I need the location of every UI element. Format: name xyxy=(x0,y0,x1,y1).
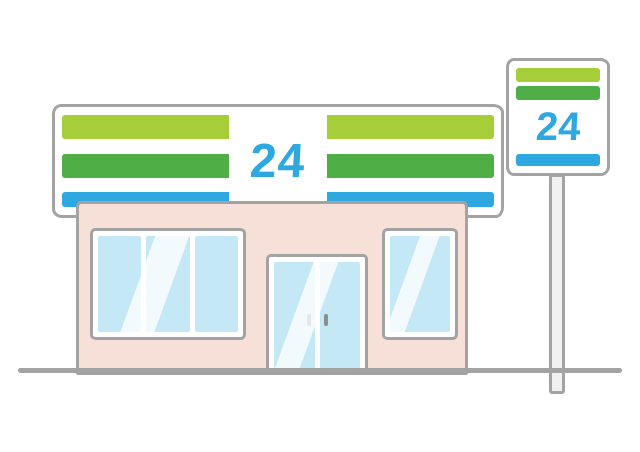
door-right-panel xyxy=(319,262,360,369)
door-handle-left xyxy=(306,314,311,326)
entrance-door xyxy=(266,254,368,369)
door-left-panel xyxy=(274,262,315,369)
pole-sign: 24 xyxy=(506,58,610,176)
window-pane xyxy=(390,236,450,332)
ground-line xyxy=(18,368,622,373)
sign-pole xyxy=(549,174,565,394)
pole-sign-stripe-blue xyxy=(516,154,600,166)
window-pane xyxy=(194,236,238,332)
storefront-window-left xyxy=(90,228,246,340)
pole-sign-stripe-light-green xyxy=(516,68,600,82)
storefront-sign: 24 xyxy=(52,104,504,218)
pole-sign-24-text: 24 xyxy=(534,104,582,149)
pole-sign-24-badge: 24 xyxy=(516,100,600,154)
sign-24-badge: 24 xyxy=(229,112,327,210)
pole-sign-stripe-green xyxy=(516,86,600,100)
window-pane xyxy=(146,236,190,332)
window-pane xyxy=(98,236,142,332)
storefront-window-right xyxy=(382,228,458,340)
door-handle-right xyxy=(323,314,328,326)
sign-24-text: 24 xyxy=(248,134,308,188)
